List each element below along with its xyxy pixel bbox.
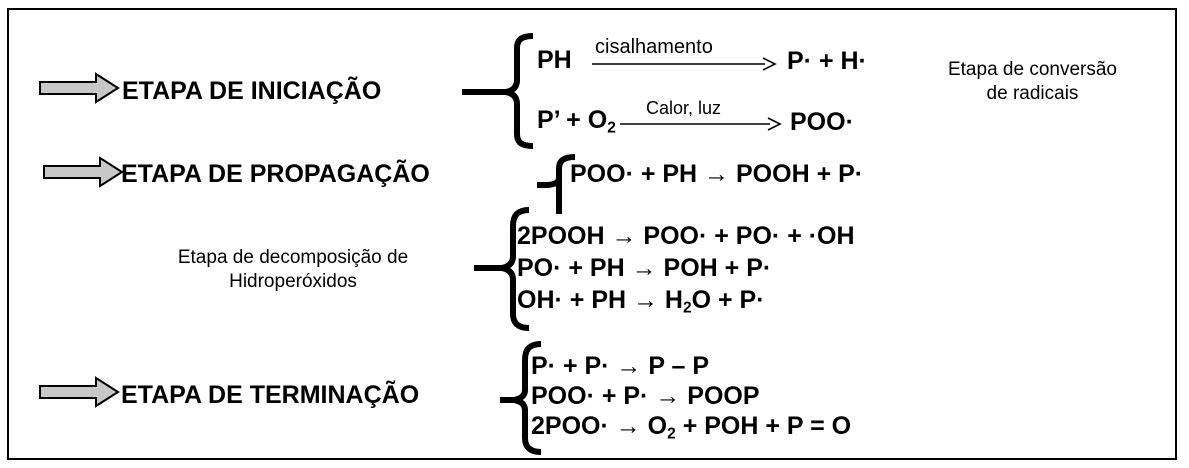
brace-propagacao <box>537 154 576 214</box>
decomposicao-label: Etapa de decomposição de Hidroperóxidos <box>113 246 473 294</box>
arrow-iniciacao-icon <box>39 72 120 104</box>
decomposicao-label-line2: Hidroperóxidos <box>229 271 357 292</box>
decomposicao-label-line1: Etapa de decomposição de <box>177 247 409 268</box>
brace-decomposicao <box>474 207 530 331</box>
brace-iniciacao <box>462 33 534 149</box>
reaction-arrow-cisalhamento <box>592 57 777 71</box>
arrow-terminacao-icon <box>39 376 120 408</box>
terminacao-eq2: POO· + P· → POOP <box>531 382 760 410</box>
hollow-arrow-shape <box>39 72 120 104</box>
terminacao-eq3: 2POO· → O2 + POH + P = O <box>531 412 852 443</box>
hollow-arrow-shape <box>43 156 124 188</box>
diagram-frame <box>7 8 1177 460</box>
stage-terminacao-label: ETAPA DE TERMINAÇÃO <box>121 381 420 409</box>
iniciacao-eq2-reactant: P’ + O2 <box>537 106 616 137</box>
conversao-radicais-note: Etapa de conversão de radicais <box>905 58 1160 106</box>
terminacao-eq1: P· + P· → P – P <box>531 352 710 380</box>
stage-propagacao-label: ETAPA DE PROPAGAÇÃO <box>121 160 430 188</box>
hollow-arrow-shape <box>39 376 120 408</box>
brace-terminacao <box>500 341 542 455</box>
decomposicao-eq2: PO· + PH → POH + P· <box>517 254 772 282</box>
stage-iniciacao-label: ETAPA DE INICIAÇÃO <box>122 77 382 105</box>
iniciacao-eq1-products: P· + H· <box>787 47 867 75</box>
arrow-propagacao-icon <box>43 156 124 188</box>
reaction-arrow-calor-luz <box>620 117 782 131</box>
conversao-note-line2: de radicais <box>986 83 1079 104</box>
propagacao-eq1: POO· + PH → POOH + P· <box>570 160 864 188</box>
decomposicao-eq3: OH· + PH → H2O + P· <box>517 286 765 317</box>
iniciacao-eq1-reactant: PH <box>537 46 572 74</box>
iniciacao-eq2-condition: Calor, luz <box>646 98 722 118</box>
iniciacao-eq2-products: POO· <box>790 108 854 136</box>
decomposicao-eq1: 2POOH → POO· + PO· + ·OH <box>517 222 855 250</box>
conversao-note-line1: Etapa de conversão <box>947 59 1117 80</box>
iniciacao-eq1-condition: cisalhamento <box>595 36 713 58</box>
